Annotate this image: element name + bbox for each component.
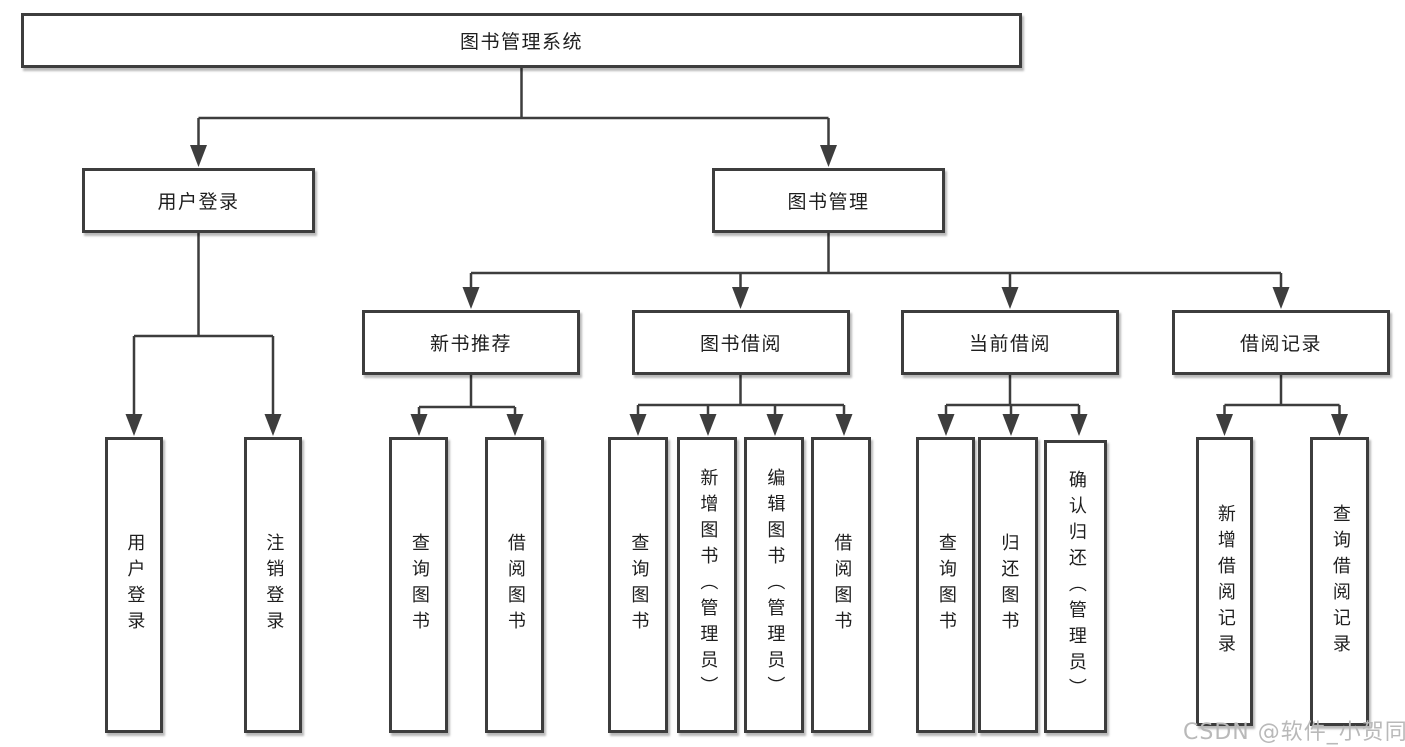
node-current-borrow-label: 当前借阅 [968,333,1051,355]
leaf-user-login: 用户登录 [105,437,163,733]
arrowhead [1070,414,1088,436]
leaf-logout-label: 注销登录 [263,533,285,637]
node-root-label: 图书管理系统 [459,31,583,53]
arrowhead [1002,414,1020,436]
arrowhead [699,414,717,436]
leaf-query-borrow-record: 查询借阅记录 [1310,437,1369,726]
leaf-query-books-current: 查询图书 [916,437,975,733]
node-user-login: 用户登录 [82,168,315,233]
connector-book-borrow [636,375,846,417]
arrowhead [462,287,480,309]
leaf-query-books-borrow-label: 查询图书 [628,533,650,637]
connector-book-mgmt [469,233,1283,290]
arrowhead [190,145,207,167]
arrowhead [629,414,647,436]
leaf-user-login-label: 用户登录 [124,533,146,637]
leaf-query-books-recommend-label: 查询图书 [408,533,430,637]
leaf-edit-book-admin-label: 编辑图书（管理员） [764,468,786,702]
leaf-add-book-admin-label: 新增图书（管理员） [697,468,719,702]
node-new-book-recommend-label: 新书推荐 [429,333,512,355]
arrowhead [1001,287,1019,309]
node-book-management-label: 图书管理 [787,191,870,213]
leaf-add-book-admin: 新增图书（管理员） [677,437,737,733]
leaf-query-books-current-label: 查询图书 [935,533,957,637]
connector-user-login [132,233,275,417]
leaf-logout: 注销登录 [244,437,302,733]
node-book-management: 图书管理 [712,168,945,233]
connector-borrow-record [1223,375,1341,417]
node-book-borrow: 图书借阅 [632,310,850,375]
arrowhead [835,414,853,436]
node-new-book-recommend: 新书推荐 [362,310,580,375]
csdn-watermark: CSDN @软件_小贺同学 [1183,720,1405,745]
node-book-borrow-label: 图书借阅 [699,333,782,355]
leaf-query-books-borrow: 查询图书 [608,437,668,733]
leaf-return-book: 归还图书 [978,437,1038,733]
leaf-query-books-recommend: 查询图书 [389,437,448,733]
connector-new-book-rec [417,375,517,417]
leaf-add-borrow-record: 新增借阅记录 [1196,437,1253,726]
leaf-edit-book-admin: 编辑图书（管理员） [744,437,804,733]
arrowhead [410,414,428,436]
leaf-confirm-return-admin-label: 确认归还（管理员） [1065,469,1087,704]
node-borrow-record: 借阅记录 [1172,310,1390,375]
node-root-system: 图书管理系统 [21,13,1022,68]
node-user-login-label: 用户登录 [157,191,240,213]
node-borrow-record-label: 借阅记录 [1239,333,1322,355]
leaf-confirm-return-admin: 确认归还（管理员） [1044,440,1107,733]
leaf-add-borrow-record-label: 新增借阅记录 [1214,503,1236,660]
leaf-borrow-books-borrow: 借阅图书 [811,437,871,733]
arrowhead [1331,414,1348,436]
leaf-borrow-books-borrow-label: 借阅图书 [831,533,853,637]
connector-root [197,68,830,148]
arrowhead [264,414,282,436]
leaf-query-borrow-record-label: 查询借阅记录 [1329,503,1351,660]
leaf-return-book-label: 归还图书 [998,533,1020,637]
node-current-borrow: 当前借阅 [901,310,1119,375]
arrowhead [766,414,784,436]
leaf-borrow-books-recommend-label: 借阅图书 [504,533,526,637]
arrowhead [1216,414,1233,436]
arrowhead [732,287,749,309]
leaf-borrow-books-recommend: 借阅图书 [485,437,544,733]
arrowhead [820,145,837,167]
arrowhead [506,414,524,436]
arrowhead [1272,287,1290,309]
connector-current-borrow [944,375,1081,417]
arrowhead [125,414,143,436]
arrowhead [937,414,955,436]
